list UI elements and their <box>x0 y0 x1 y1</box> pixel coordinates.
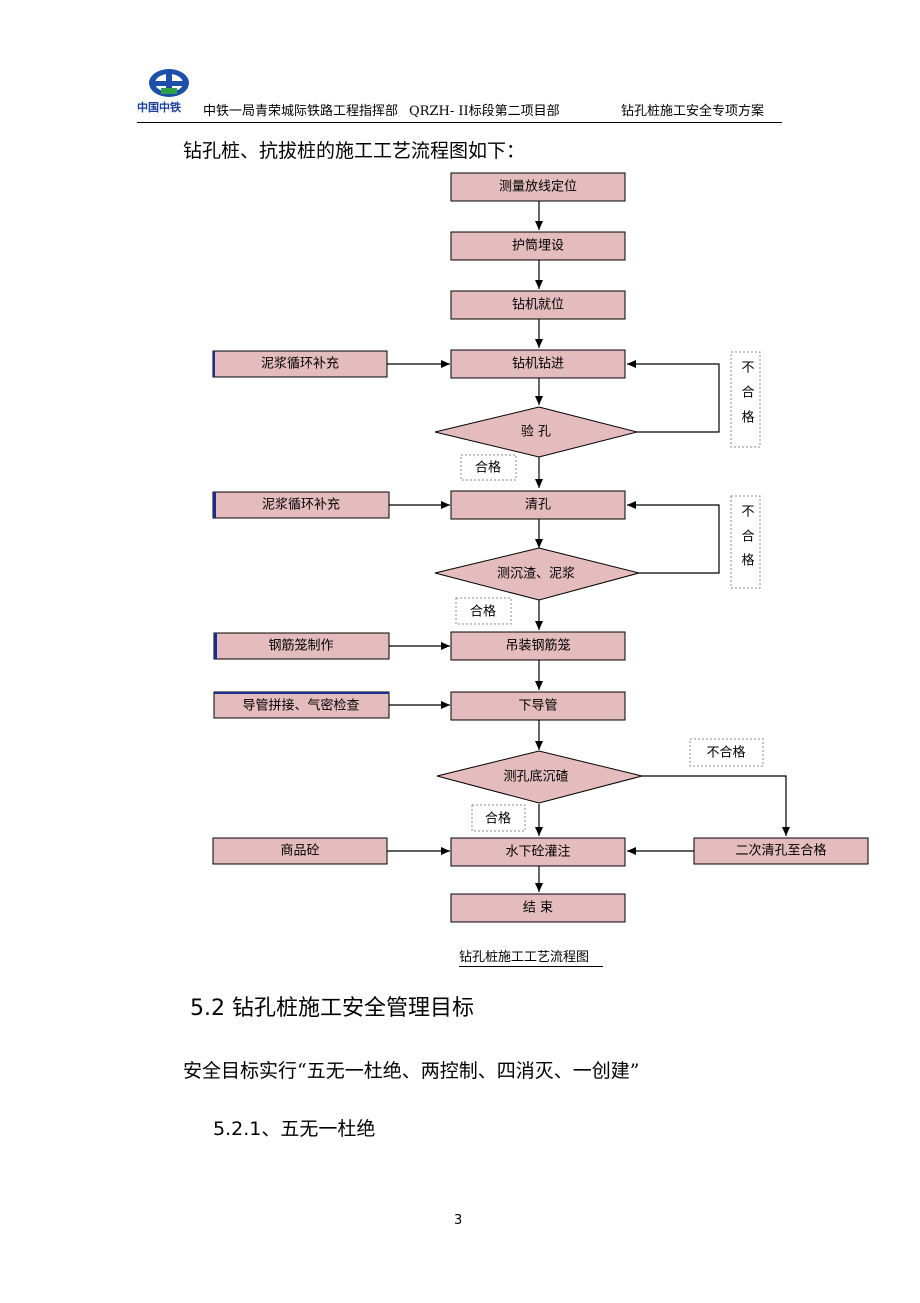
svg-text:不: 不 <box>741 361 754 376</box>
pass-label-3: 合格 <box>471 804 526 832</box>
svg-text:合格: 合格 <box>475 460 501 476</box>
svg-text:测量放线定位: 测量放线定位 <box>499 180 577 195</box>
svg-text:合: 合 <box>741 386 754 401</box>
svg-text:测孔底沉碴: 测孔底沉碴 <box>503 769 568 785</box>
flow-side-input-3: 钢筋笼制作 <box>213 632 390 660</box>
flow-step-8: 水下砼灌注 <box>450 837 626 867</box>
page-number: 3 <box>454 1213 463 1228</box>
intro-paragraph: 钻孔桩、抗拔桩的施工工艺流程图如下： <box>183 140 526 162</box>
flow-decision-1: 验 孔 <box>434 406 638 458</box>
svg-text:清孔: 清孔 <box>525 498 551 513</box>
flow-side-input-4: 导管拼接、气密检查 <box>213 691 390 719</box>
svg-text:钢筋笼制作: 钢筋笼制作 <box>268 638 333 654</box>
svg-text:商品砼: 商品砼 <box>280 844 319 859</box>
header-middle-text: QRZH- II标段第二项目部 <box>409 104 560 119</box>
fail-label-1: 不 合 格 <box>730 351 761 448</box>
svg-text:钻机钻进: 钻机钻进 <box>512 357 564 372</box>
svg-text:不合格: 不合格 <box>706 745 745 761</box>
flow-step-1: 测量放线定位 <box>450 172 626 202</box>
svg-text:护筒埋设: 护筒埋设 <box>512 238 564 254</box>
flow-side-input-6: 二次清孔至合格 <box>693 837 869 865</box>
svg-text:测沉渣、泥浆: 测沉渣、泥浆 <box>497 567 575 582</box>
header-left-text: 中铁一局青荣城际铁路工程指挥部 <box>203 104 399 119</box>
fail-label-2: 不 合 格 <box>730 495 761 589</box>
svg-text:水下砼灌注: 水下砼灌注 <box>505 845 570 860</box>
svg-text:合格: 合格 <box>485 811 511 827</box>
svg-text:下导管: 下导管 <box>518 699 557 714</box>
svg-text:泥浆循环补充: 泥浆循环补充 <box>261 356 339 372</box>
svg-text:格: 格 <box>741 410 754 426</box>
svg-text:二次清孔至合格: 二次清孔至合格 <box>735 843 826 859</box>
page-header: 中国中铁 中铁一局青荣城际铁路工程指挥部 QRZH- II标段第二项目部 钻孔桩… <box>137 60 782 123</box>
svg-text:导管拼接、气密检查: 导管拼接、气密检查 <box>242 698 359 714</box>
svg-text:合: 合 <box>741 530 754 545</box>
flow-step-6: 吊装钢筋笼 <box>450 631 626 661</box>
section-heading-5-2: 5.2 钻孔桩施工安全管理目标 <box>190 996 474 1021</box>
svg-text:结 束: 结 束 <box>523 901 553 916</box>
svg-text:钻机就位: 钻机就位 <box>512 298 564 313</box>
header-right-text: 钻孔桩施工安全专项方案 <box>621 104 765 119</box>
flow-step-3: 钻机就位 <box>450 290 626 320</box>
svg-text:验 孔: 验 孔 <box>521 424 551 440</box>
flow-side-input-2: 泥浆循环补充 <box>212 491 390 519</box>
figure-caption: 钻孔桩施工工艺流程图 <box>459 946 604 967</box>
flow-step-2: 护筒埋设 <box>450 231 626 261</box>
pass-label-2: 合格 <box>455 597 512 625</box>
flow-side-input-5: 商品砼 <box>212 837 388 865</box>
flow-side-input-1: 泥浆循环补充 <box>212 350 388 378</box>
section-heading-5-2-1: 5.2.1、五无一杜绝 <box>213 1118 376 1140</box>
safety-goal-paragraph: 安全目标实行“五无一杜绝、两控制、四消灭、一创建” <box>183 1060 640 1082</box>
svg-text:合格: 合格 <box>470 604 496 620</box>
fail-label-3: 不合格 <box>689 738 764 767</box>
logo-text: 中国中铁 <box>137 101 181 114</box>
flow-step-4: 钻机钻进 <box>450 349 626 379</box>
flow-step-7: 下导管 <box>450 691 626 721</box>
pass-label-1: 合格 <box>460 454 517 481</box>
flow-decision-2: 测沉渣、泥浆 <box>434 547 641 601</box>
flow-connectors <box>387 201 790 892</box>
svg-text:泥浆循环补充: 泥浆循环补充 <box>262 497 340 513</box>
svg-text:格: 格 <box>741 553 754 569</box>
flow-step-9: 结 束 <box>450 893 626 923</box>
flow-decision-3: 测孔底沉碴 <box>436 750 643 804</box>
company-logo-icon <box>149 69 189 97</box>
svg-text:吊装钢筋笼: 吊装钢筋笼 <box>505 638 570 654</box>
flow-step-5: 清孔 <box>450 490 626 520</box>
svg-text:不: 不 <box>741 505 754 520</box>
